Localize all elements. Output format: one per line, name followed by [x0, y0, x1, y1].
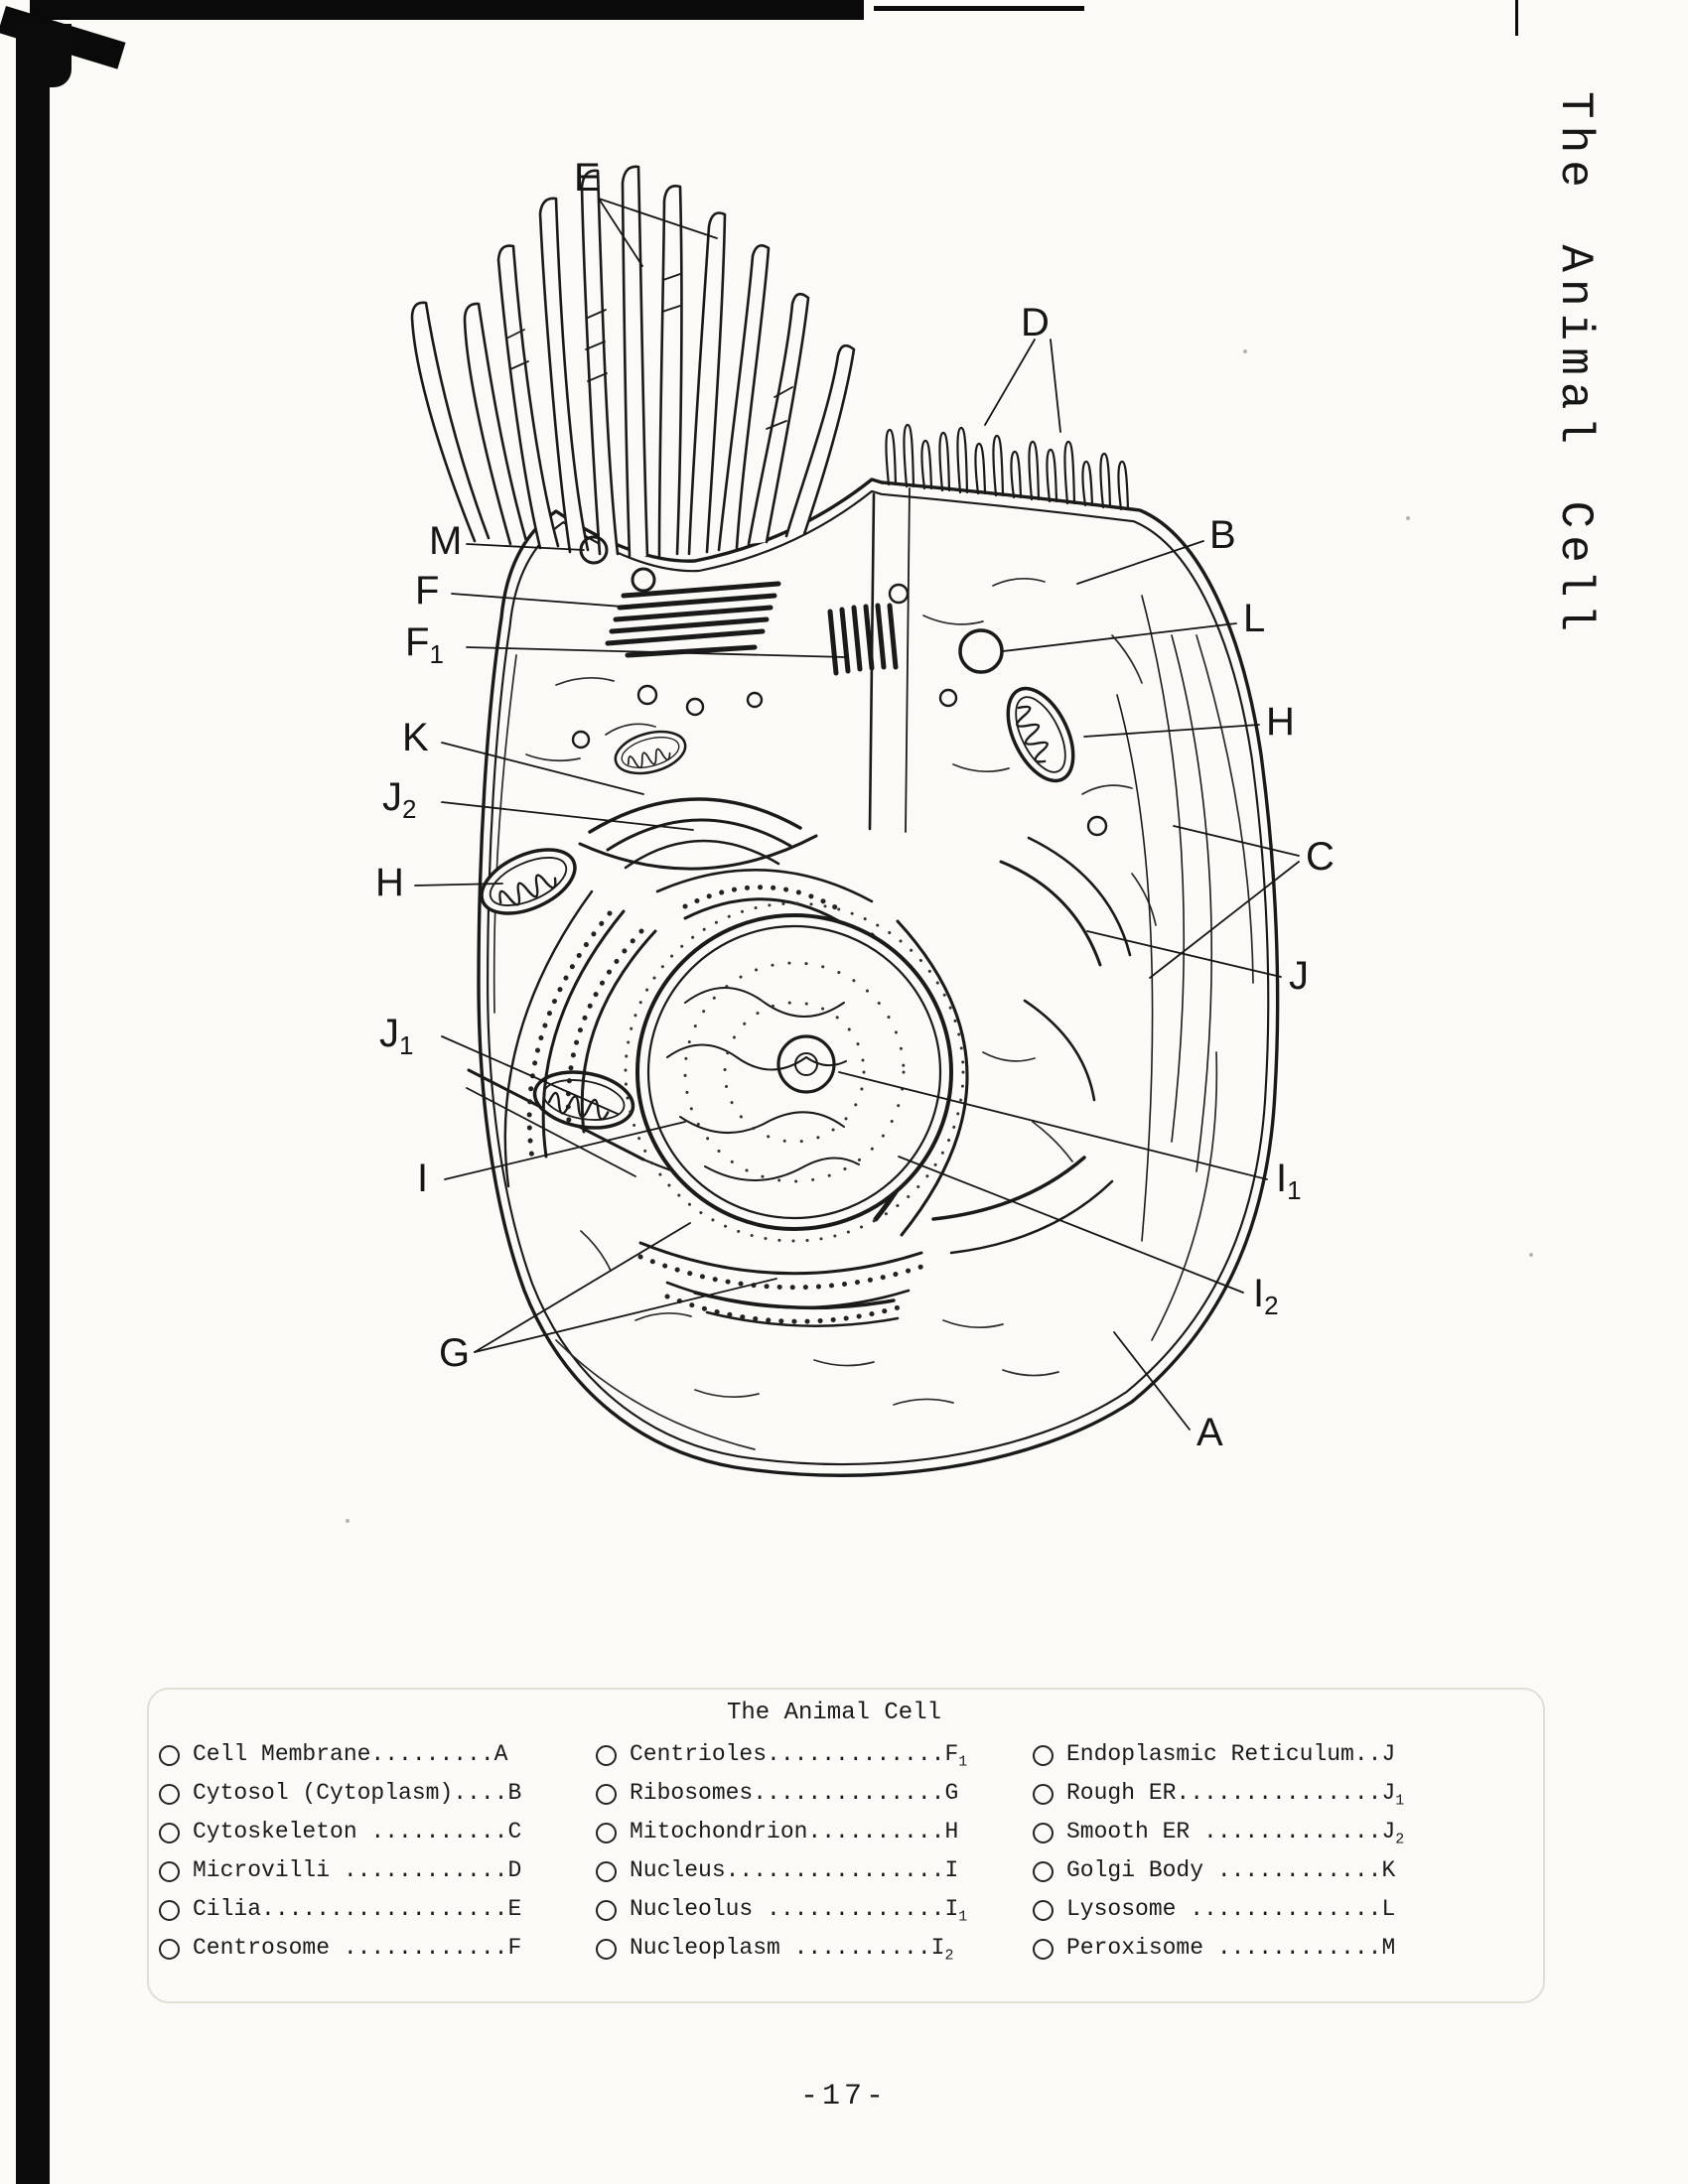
- centrioles: [605, 581, 899, 676]
- legend-item-cell-membrane: Cell Membrane.........A: [159, 1736, 596, 1775]
- diagram-label-l: L: [1243, 597, 1265, 640]
- scan-speck: [1406, 516, 1410, 520]
- diagram-label-f1: F1: [405, 620, 444, 669]
- legend-item-nucleoplasm: Nucleoplasm ..........I2: [596, 1930, 1033, 1969]
- ribosome-ribbons: [637, 1241, 924, 1324]
- answer-bubble-icon: [596, 1939, 617, 1960]
- legend-item-lysosome: Lysosome ..............L: [1033, 1891, 1529, 1930]
- cilia-hatching: [507, 273, 793, 430]
- legend-column-1: Cell Membrane.........A Cytosol (Cytopla…: [159, 1736, 596, 1969]
- legend-item-centrioles: Centrioles.............F1: [596, 1736, 1033, 1775]
- answer-bubble-icon: [596, 1745, 617, 1766]
- scan-edge-artifact: [16, 24, 50, 2184]
- nucleoplasm-speckles: [723, 1001, 866, 1144]
- legend-box-outline: [147, 1688, 1545, 2003]
- diagram-label-a: A: [1196, 1411, 1223, 1454]
- legend-item-smooth-er: Smooth ER .............J2: [1033, 1814, 1529, 1852]
- legend-item-microvilli: Microvilli ............D: [159, 1852, 596, 1891]
- answer-bubble-icon: [1033, 1823, 1054, 1843]
- endoplasmic-reticulum: [503, 836, 1132, 1188]
- diagram-label-h-right: H: [1266, 700, 1295, 744]
- scan-speck: [1529, 1253, 1533, 1257]
- scan-edge-artifact: [30, 0, 864, 20]
- nucleoplasm-folds: [666, 987, 860, 1181]
- diagram-label-e: E: [574, 156, 601, 200]
- diagram-label-j2: J2: [382, 775, 416, 824]
- microvilli-group: [885, 423, 1130, 511]
- ribosome-dots: [637, 1254, 924, 1324]
- diagram-label-h-left: H: [375, 861, 404, 904]
- answer-bubble-icon: [596, 1900, 617, 1921]
- scan-speck: [1243, 349, 1247, 353]
- diagram-label-j1: J1: [379, 1012, 413, 1060]
- legend-item-rough-er: Rough ER...............J1: [1033, 1775, 1529, 1814]
- nucleolus: [776, 1034, 836, 1094]
- answer-bubble-icon: [159, 1939, 180, 1960]
- diagram-label-i2: I2: [1253, 1272, 1279, 1320]
- legend-item-golgi-body: Golgi Body ............K: [1033, 1852, 1529, 1891]
- diagram-label-j: J: [1289, 954, 1309, 998]
- legend: The Animal Cell Cell Membrane.........A …: [159, 1700, 1539, 1969]
- legend-item-cilia: Cilia..................E: [159, 1891, 596, 1930]
- legend-item-peroxisome: Peroxisome ............M: [1033, 1930, 1529, 1969]
- answer-bubble-icon: [159, 1861, 180, 1882]
- cytoplasm-texture: [492, 577, 1254, 1450]
- answer-bubble-icon: [596, 1861, 617, 1882]
- scan-edge-artifact: [16, 24, 71, 87]
- legend-column-3: Endoplasmic Reticulum..J Rough ER.......…: [1033, 1736, 1529, 1969]
- legend-item-ribosomes: Ribosomes..............G: [596, 1775, 1033, 1814]
- cytoskeleton-lines: [1116, 595, 1213, 1242]
- answer-bubble-icon: [596, 1784, 617, 1805]
- scan-speck: [346, 1519, 350, 1523]
- legend-item-cytosol: Cytosol (Cytoplasm)....B: [159, 1775, 596, 1814]
- answer-bubble-icon: [1033, 1939, 1054, 1960]
- diagram-label-b: B: [1209, 513, 1236, 557]
- answer-bubble-icon: [1033, 1784, 1054, 1805]
- lysosome: [958, 628, 1004, 674]
- diagram-label-k: K: [402, 716, 429, 759]
- answer-bubble-icon: [159, 1823, 180, 1843]
- answer-bubble-icon: [596, 1823, 617, 1843]
- legend-item-nucleus: Nucleus................I: [596, 1852, 1033, 1891]
- diagram-label-g: G: [439, 1331, 470, 1375]
- legend-item-nucleolus: Nucleolus .............I1: [596, 1891, 1033, 1930]
- legend-item-mitochondrion: Mitochondrion..........H: [596, 1814, 1033, 1852]
- ribosome-dots: [526, 885, 842, 1161]
- diagram-label-i: I: [417, 1157, 428, 1200]
- nucleus: [624, 901, 965, 1243]
- legend-column-2: Centrioles.............F1 Ribosomes.....…: [596, 1736, 1033, 1969]
- cilia-group: [410, 165, 856, 558]
- golgi-body: [578, 797, 818, 871]
- vesicles: [571, 583, 1108, 837]
- legend-item-cytoskeleton: Cytoskeleton ..........C: [159, 1814, 596, 1852]
- legend-item-centrosome: Centrosome ............F: [159, 1930, 596, 1969]
- answer-bubble-icon: [159, 1900, 180, 1921]
- diagram-label-d: D: [1021, 301, 1050, 344]
- diagram-label-f: F: [415, 569, 439, 613]
- answer-bubble-icon: [1033, 1900, 1054, 1921]
- answer-bubble-icon: [159, 1784, 180, 1805]
- nucleoplasm-speckles: [683, 961, 906, 1183]
- page-number: -17-: [799, 2080, 888, 2114]
- diagram-label-i1: I1: [1276, 1157, 1302, 1205]
- answer-bubble-icon: [159, 1745, 180, 1766]
- scan-edge-artifact: [874, 6, 1084, 11]
- answer-bubble-icon: [1033, 1861, 1054, 1882]
- legend-title: The Animal Cell: [726, 1700, 942, 1726]
- label-leader-lines: [414, 198, 1300, 1431]
- scan-edge-artifact: [1515, 0, 1518, 36]
- answer-bubble-icon: [1033, 1745, 1054, 1766]
- legend-item-endoplasmic-reticulum: Endoplasmic Reticulum..J: [1033, 1736, 1529, 1775]
- diagram-label-c: C: [1306, 835, 1335, 879]
- diagram-label-m: M: [429, 519, 462, 563]
